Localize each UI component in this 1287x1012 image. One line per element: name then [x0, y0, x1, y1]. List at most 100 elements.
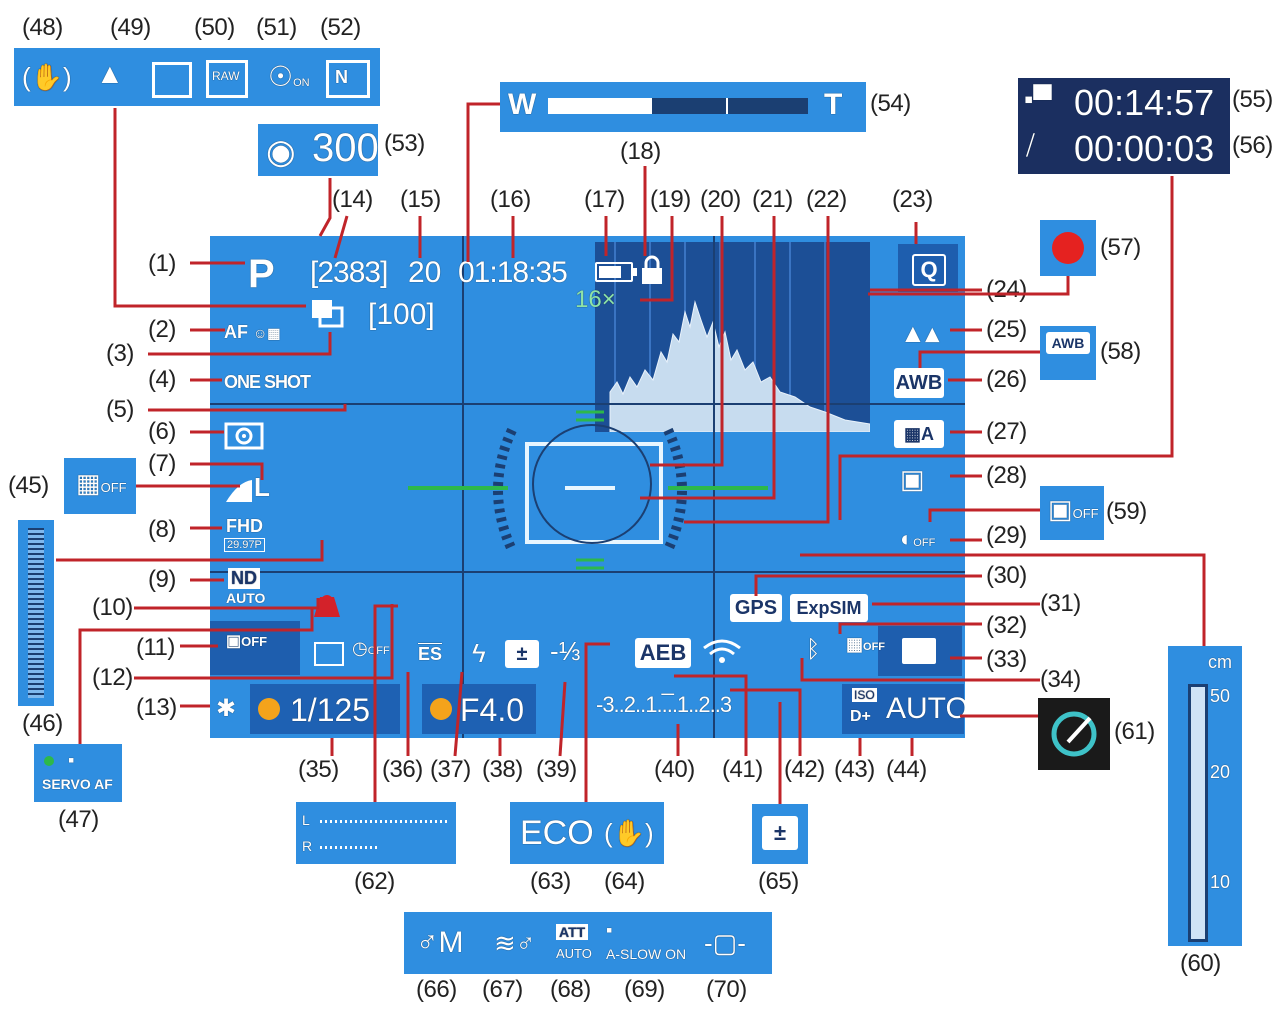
- battery-icon: [595, 262, 637, 282]
- record-icon: [1052, 232, 1084, 264]
- camera-icon: ◉: [266, 133, 296, 171]
- grid-line-h2: [210, 571, 965, 573]
- label-6: (6): [148, 418, 176, 445]
- auto-slow-label: A-SLOW ON: [606, 946, 687, 962]
- iso-box[interactable]: ISO D+ AUTO: [842, 684, 965, 734]
- label-2: (2): [148, 316, 176, 343]
- shake-icon: (✋): [22, 62, 72, 92]
- label-27: (27): [986, 418, 1027, 445]
- folder-icon: [902, 638, 936, 664]
- movie-icon: ▪▀: [1024, 84, 1052, 114]
- label-53: (53): [384, 130, 425, 157]
- movie-is-icon: (✋): [604, 818, 654, 848]
- label-60: (60): [1180, 950, 1221, 977]
- audio-bars: [28, 528, 44, 698]
- label-67: (67): [482, 976, 523, 1003]
- label-44: (44): [886, 756, 927, 783]
- expsim-icon: ExpSIM: [790, 594, 868, 622]
- histogram-curve: [595, 242, 870, 432]
- label-37: (37): [430, 756, 471, 783]
- label-32: (32): [986, 612, 1027, 639]
- audio-levels-lr: L R: [296, 802, 456, 864]
- label-56: (56): [1232, 132, 1273, 159]
- timelapse-time: 00:00:03: [1074, 128, 1215, 169]
- label-20: (20): [700, 186, 741, 213]
- distance-20: 20: [1210, 762, 1231, 782]
- servo-movie-icon: ▪: [68, 750, 75, 770]
- quick-icon: Q: [912, 254, 946, 286]
- bottom-audio-bar: ♂M ≋♂ ATT AUTO ▪ A-SLOW ON -▢-: [404, 912, 772, 974]
- grid-line-h1: [210, 403, 965, 405]
- iso-label: ISO: [852, 688, 877, 702]
- folder-button[interactable]: [878, 626, 962, 676]
- servo-dot: [44, 756, 54, 766]
- metering-icon: [224, 422, 264, 450]
- wifi-icon: [700, 636, 744, 668]
- zoom-position: [548, 98, 652, 114]
- icon-bar-top-left: (✋) ▲ RAW ☉ON N: [14, 48, 380, 106]
- attenuator-label: ATT: [556, 924, 589, 940]
- label-55: (55): [1232, 86, 1273, 113]
- label-34: (34): [1040, 666, 1081, 693]
- record-button[interactable]: [1040, 220, 1096, 276]
- nr-icon: N: [326, 60, 370, 98]
- label-1: (1): [148, 250, 176, 277]
- histogram: [595, 242, 870, 432]
- attenuator-auto: AUTO: [556, 946, 592, 961]
- movie-servo-af-box: ▪ SERVO AF: [34, 744, 122, 802]
- shots-remaining: [2383]: [310, 256, 388, 289]
- label-49: (49): [110, 14, 151, 41]
- label-31: (31): [1040, 590, 1081, 617]
- label-61: (61): [1114, 718, 1155, 745]
- aperture-box[interactable]: F4.0: [422, 684, 536, 734]
- shooting-mode: P: [248, 252, 275, 296]
- label-38: (38): [482, 756, 523, 783]
- exposure-comp-icon: ±: [505, 640, 539, 668]
- shutter-speed: 1/125: [290, 692, 371, 728]
- zoom-wide: W: [508, 88, 537, 121]
- audio-right-label: R: [302, 838, 313, 854]
- label-16: (16): [490, 186, 531, 213]
- quick-control-button[interactable]: Q: [898, 244, 958, 292]
- wind-filter-icon: ≋♂: [494, 928, 536, 958]
- photo-count: 300: [312, 126, 379, 170]
- label-59: (59): [1106, 498, 1147, 525]
- frame-rate: 29.97P: [224, 538, 265, 552]
- touch-shutter-icon: ▣OFF: [226, 633, 268, 650]
- label-69: (69): [624, 976, 665, 1003]
- es-icon: ES: [418, 644, 443, 664]
- flash-icon: ϟ: [472, 638, 486, 668]
- lock-icon: [640, 254, 664, 288]
- label-47: (47): [58, 806, 99, 833]
- label-10: (10): [92, 594, 133, 621]
- zoom-track: [548, 98, 808, 114]
- label-66: (66): [416, 976, 457, 1003]
- focus-guide-box: ▦OFF: [64, 458, 136, 514]
- label-70: (70): [706, 976, 747, 1003]
- self-timer-icon: ◷OFF: [352, 638, 390, 658]
- creative-assist-button[interactable]: [1038, 698, 1110, 770]
- label-21: (21): [752, 186, 793, 213]
- eco-box: ECO (✋): [510, 802, 664, 864]
- picture-style-icon: [152, 62, 192, 98]
- nd-auto: AUTO: [226, 590, 266, 606]
- label-58: (58): [1100, 338, 1141, 365]
- creative-assist-icon: [1051, 711, 1097, 757]
- label-8: (8): [148, 516, 176, 543]
- image-quality-icon: [224, 468, 282, 504]
- scene-icon: ▲: [96, 58, 124, 89]
- distance-50: 50: [1210, 686, 1231, 706]
- label-46: (46): [22, 710, 63, 737]
- label-54: (54): [870, 90, 911, 117]
- label-63: (63): [530, 868, 571, 895]
- label-41: (41): [722, 756, 763, 783]
- focus-guide-icon: ▦OFF: [76, 468, 127, 498]
- awb-shift-icon: AWB: [1046, 332, 1090, 354]
- photo-count-box: ◉ 300: [258, 124, 379, 176]
- zoom-tick: [726, 98, 728, 114]
- label-18: (18): [620, 138, 661, 165]
- level-arc: [482, 410, 698, 570]
- label-48: (48): [22, 14, 63, 41]
- picture-style-auto-icon: ▦A: [894, 420, 944, 448]
